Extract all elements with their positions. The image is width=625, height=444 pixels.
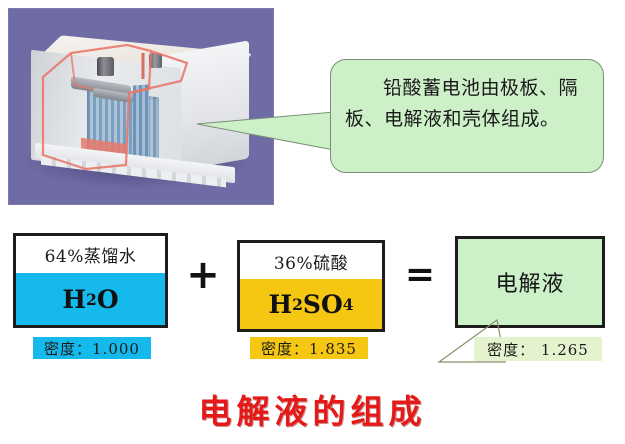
equals-operator: = [404, 254, 436, 295]
acid-formula-sub2: 4 [342, 294, 354, 314]
distilled-water-density-label: 密度：1.000 [33, 337, 151, 359]
callout-bubble: 铅酸蓄电池由极板、隔板、电解液和壳体组成。 [330, 59, 604, 173]
water-formula-o: O [96, 284, 119, 314]
battery-negative-terminal [149, 53, 162, 68]
electrolyte-density-label: 密度： 1.265 [474, 337, 602, 361]
acid-formula-so: SO [302, 289, 343, 319]
sulfuric-acid-density-label: 密度：1.835 [250, 337, 368, 359]
callout-tail-pointer [196, 111, 335, 151]
sulfuric-acid-caption: 36%硫酸 [273, 253, 349, 274]
callout-text: 铅酸蓄电池由极板、隔板、电解液和壳体组成。 [345, 77, 579, 130]
acid-formula-h: H [268, 289, 293, 319]
distilled-water-caption: 64%蒸馏水 [44, 247, 137, 268]
acid-formula-sub1: 2 [292, 294, 303, 314]
water-formula-h: H [62, 284, 87, 314]
battery-positive-terminal [97, 57, 114, 76]
electrolyte-box: 电解液 [455, 236, 605, 328]
battery-plate-stack-secondary [133, 84, 149, 162]
water-formula-sub: 2 [86, 289, 97, 309]
electrolyte-caption: 电解液 [495, 272, 565, 297]
slide-title: 电解液的组成 [198, 392, 427, 431]
plus-operator: + [186, 252, 220, 298]
